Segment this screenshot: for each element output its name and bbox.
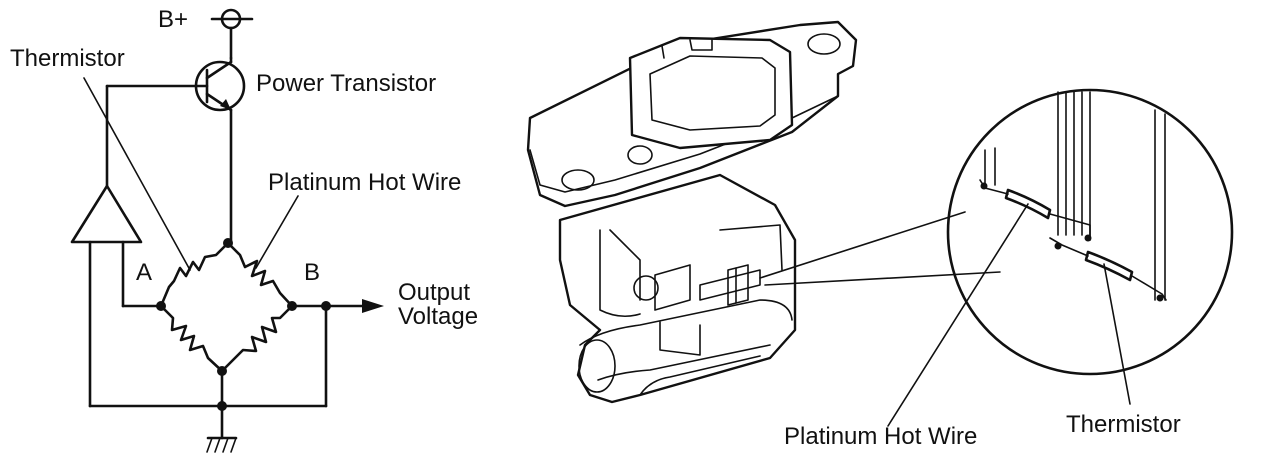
power-transistor-symbol	[105, 56, 246, 245]
magnify-leader-upper	[759, 211, 966, 279]
thermistor-leader	[83, 77, 191, 271]
electrical-connector	[628, 36, 794, 150]
magnify-leader-lower	[764, 271, 1001, 286]
sensor-hot-wire-leader	[887, 203, 1029, 427]
hot-wire-leader	[255, 195, 299, 269]
sensor-thermistor-label: Thermistor	[1066, 411, 1181, 438]
sensor-thermistor-leader	[1103, 263, 1131, 405]
probe-housing	[558, 173, 797, 404]
magnified-detail	[946, 88, 1234, 376]
output-wiring	[88, 299, 384, 440]
circuit-diagram: B+ Power Transistor	[10, 6, 478, 453]
ground-symbol	[206, 436, 238, 453]
sensor-hot-wire-label: Platinum Hot Wire	[784, 423, 977, 450]
node-b-label: B	[304, 259, 320, 286]
output-label-line2: Voltage	[398, 303, 478, 330]
hot-wire-label: Platinum Hot Wire	[268, 169, 461, 196]
output-label-line1: Output	[398, 279, 470, 306]
sensor-illustration: Platinum Hot Wire Thermistor	[526, 20, 1234, 450]
transistor-label: Power Transistor	[256, 70, 436, 97]
thermistor-label: Thermistor	[10, 45, 125, 72]
node-a-label: A	[136, 259, 152, 286]
amplifier-symbol	[70, 84, 163, 408]
supply-terminal-symbol	[210, 8, 254, 60]
supply-label: B+	[158, 6, 188, 33]
